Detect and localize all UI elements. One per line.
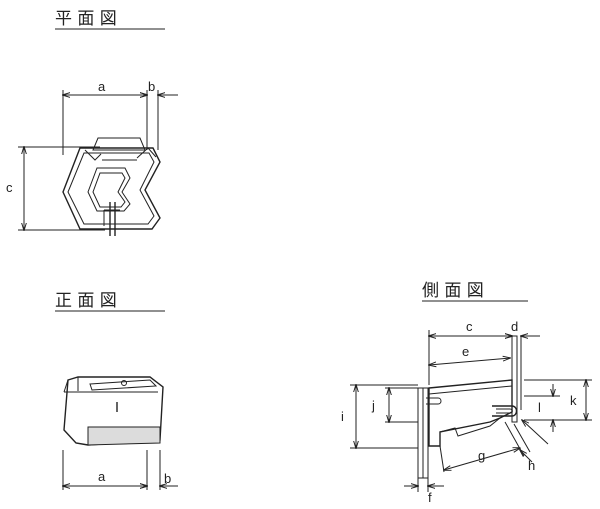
plan-dimension-a: a — [63, 79, 147, 155]
side-dimension-f: f — [404, 478, 444, 505]
side-dimension-c: c — [429, 319, 512, 385]
side-dim-e-label: e — [462, 344, 469, 359]
front-dimension-a: a — [63, 450, 147, 490]
side-dim-h-label: h — [528, 458, 535, 473]
front-dim-a-label: a — [98, 469, 106, 484]
side-dim-l-label: l — [538, 400, 541, 415]
front-view-title: 正 面 図 — [55, 291, 117, 311]
plan-dim-a-label: a — [98, 79, 106, 94]
side-dim-c-label: c — [466, 319, 473, 334]
side-dimension-e: e — [429, 344, 510, 365]
side-view-title: 側 面 図 — [422, 281, 484, 301]
plan-dimension-c: c — [6, 147, 105, 230]
side-dimension-h: h — [513, 420, 549, 473]
side-dimension-i: i — [341, 385, 418, 448]
plan-dim-c-label: c — [6, 180, 13, 195]
plan-dimension-b: b — [132, 79, 178, 150]
side-dim-f-label: f — [428, 490, 432, 505]
plan-dim-b-label: b — [148, 79, 155, 94]
front-view: 正 面 図 a b — [55, 291, 178, 490]
front-dimension-b: b — [135, 450, 178, 490]
plan-clip-outline — [62, 137, 161, 230]
front-dim-b-label: b — [164, 471, 171, 486]
side-dim-j-label: j — [371, 398, 375, 413]
side-clip-body — [426, 379, 518, 447]
side-dim-d-label: d — [511, 319, 518, 334]
side-dim-g-label: g — [478, 448, 485, 463]
plan-view: 平 面 図 a b c — [6, 9, 178, 236]
side-dimension-k: k — [524, 380, 592, 420]
side-view: 側 面 図 c d — [341, 281, 592, 505]
side-dim-i-label: i — [341, 409, 344, 424]
side-dimension-j: j — [371, 388, 418, 422]
plan-view-title: 平 面 図 — [55, 9, 117, 29]
side-vertical-plates — [417, 335, 522, 479]
plan-tab — [103, 202, 120, 236]
front-clip-body — [63, 376, 164, 446]
side-dimension-d: d — [500, 319, 540, 336]
plan-inner-opening — [87, 167, 131, 212]
side-dimension-l: l — [524, 384, 560, 432]
side-dim-k-label: k — [570, 393, 577, 408]
